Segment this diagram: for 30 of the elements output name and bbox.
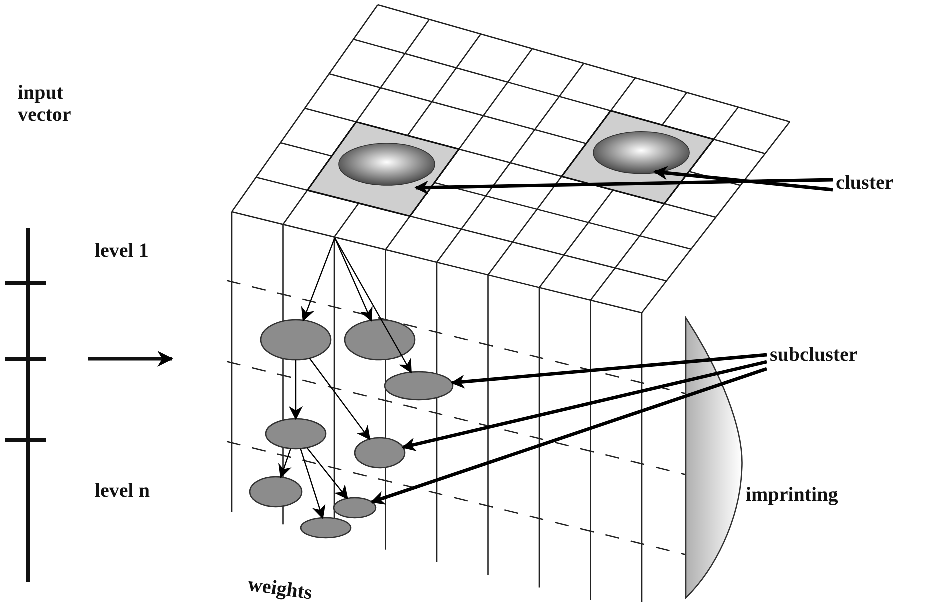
subcluster-ellipse bbox=[260, 319, 332, 361]
subcluster-ellipse bbox=[344, 319, 416, 361]
arrow bbox=[278, 448, 292, 479]
level-label: level 1 bbox=[95, 240, 149, 262]
leader-line bbox=[450, 353, 768, 389]
level-label: level n bbox=[95, 480, 150, 502]
arrow bbox=[334, 238, 412, 374]
subcluster-ellipse bbox=[249, 476, 303, 508]
callout-label: cluster bbox=[836, 172, 894, 194]
leader-line bbox=[370, 367, 768, 505]
subcluster-ellipse bbox=[333, 497, 377, 519]
arrow bbox=[300, 448, 326, 520]
axis-label: input vector bbox=[18, 82, 72, 126]
arrow bbox=[309, 358, 371, 440]
arrow bbox=[334, 238, 373, 322]
subcluster-ellipse bbox=[265, 418, 327, 450]
subcluster-ellipse bbox=[300, 517, 352, 539]
subcluster-ellipse bbox=[354, 437, 406, 469]
callout-label: subcluster bbox=[770, 344, 858, 366]
arrow bbox=[301, 238, 336, 322]
subcluster-ellipse bbox=[384, 371, 454, 401]
leader-line bbox=[414, 178, 834, 195]
arrow bbox=[306, 448, 348, 500]
callout-label: imprinting bbox=[746, 484, 838, 506]
leader-line bbox=[402, 360, 768, 452]
leader-line bbox=[654, 166, 834, 192]
arrow bbox=[289, 360, 303, 420]
cluster-patch bbox=[560, 110, 716, 205]
cluster-patch bbox=[306, 121, 460, 218]
axis-label: weights bbox=[246, 574, 314, 604]
